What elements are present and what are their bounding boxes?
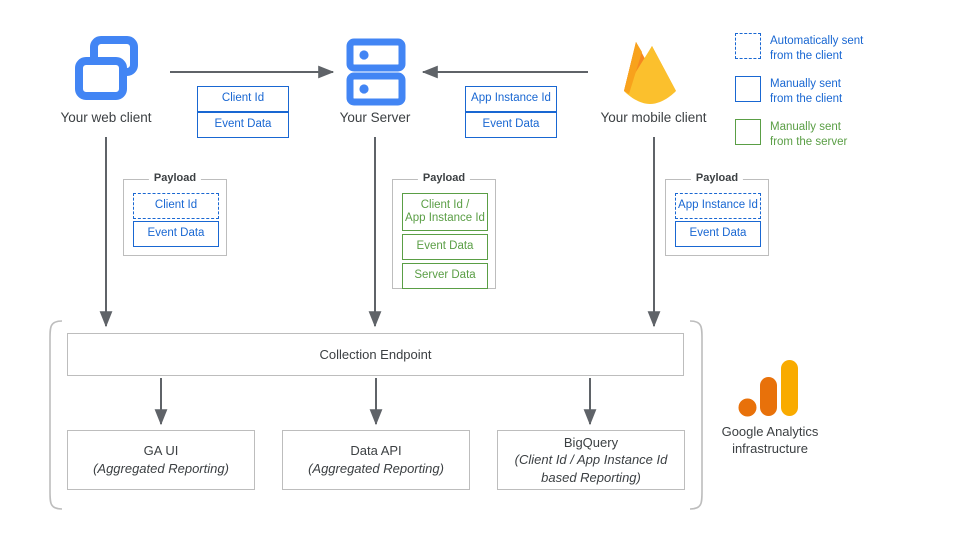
web-payload-item-event-data: Event Data <box>133 221 219 247</box>
server-payload-item-server-data: Server Data <box>402 263 488 289</box>
server-payload-item-ids-line1: Client Id / <box>420 198 470 211</box>
legend-item-manual-client: Manually sent from the client <box>735 75 950 107</box>
output-bigquery-subtitle-line2: based Reporting) <box>541 469 641 485</box>
web-payload-group: Payload Client Id Event Data <box>123 172 227 256</box>
legend-manual-server-line2: from the server <box>770 135 848 148</box>
google-analytics-caption: Google Analytics infrastructure <box>690 424 850 458</box>
legend-label-manual-client: Manually sent from the client <box>770 76 842 107</box>
web-payload-title: Payload <box>148 172 202 184</box>
legend-manual-server-line1: Manually sent <box>770 120 841 133</box>
browser-windows-icon <box>75 36 138 100</box>
legend-label-auto-client: Automatically sent from the client <box>770 33 863 64</box>
legend-item-auto-client: Automatically sent from the client <box>735 33 950 64</box>
output-data-api-title: Data API <box>350 443 402 459</box>
output-box-ga-ui[interactable]: GA UI (Aggregated Reporting) <box>67 430 255 490</box>
infrastructure-bracket-right <box>689 320 703 510</box>
server-payload-item-ids: Client Id / App Instance Id <box>402 193 488 231</box>
output-box-bigquery[interactable]: BigQuery (Client Id / App Instance Id ba… <box>497 430 685 490</box>
transfer-chip-mobile-app-instance-id: App Instance Id <box>465 86 557 112</box>
google-analytics-caption-line2: infrastructure <box>732 440 808 456</box>
google-analytics-logo-wrap <box>735 358 805 418</box>
server-payload-group: Payload Client Id / App Instance Id Even… <box>392 172 496 289</box>
legend-label-manual-server: Manually sent from the server <box>770 119 847 150</box>
server-racks-icon <box>346 38 406 106</box>
node-web-client <box>60 33 152 135</box>
output-ga-ui-subtitle: (Aggregated Reporting) <box>93 461 229 476</box>
output-ga-ui-title: GA UI <box>143 443 179 459</box>
node-server-label: Your Server <box>339 110 411 125</box>
google-analytics-caption-line1: Google Analytics <box>721 424 819 439</box>
collection-endpoint-box[interactable]: Collection Endpoint <box>67 333 684 376</box>
transfer-chip-web-client-id: Client Id <box>197 86 289 112</box>
firebase-flame-icon <box>624 42 676 104</box>
infrastructure-bracket-left <box>49 320 63 510</box>
legend-swatch-solid-green-icon <box>735 118 761 145</box>
transfer-chip-mobile-event-data: Event Data <box>465 112 557 138</box>
server-payload-title: Payload <box>417 172 471 184</box>
legend-manual-client-line2: from the client <box>770 92 843 105</box>
mobile-payload-group: Payload App Instance Id Event Data <box>665 172 769 256</box>
mobile-payload-item-event-data: Event Data <box>675 221 761 247</box>
transfer-chip-web-event-data: Event Data <box>197 112 289 138</box>
legend: Automatically sent from the client Manua… <box>735 33 950 150</box>
output-box-data-api[interactable]: Data API (Aggregated Reporting) <box>282 430 470 490</box>
google-analytics-logo <box>738 360 798 417</box>
output-bigquery-title: BigQuery <box>563 434 619 450</box>
legend-swatch-solid-blue-icon <box>735 75 761 102</box>
mobile-payload-title: Payload <box>690 172 744 184</box>
node-mobile-client-label: Your mobile client <box>600 110 707 125</box>
node-mobile-client <box>614 34 690 110</box>
server-payload-item-ids-line2: App Instance Id <box>405 212 485 224</box>
web-payload-item-client-id: Client Id <box>133 193 219 219</box>
node-server <box>345 38 407 108</box>
legend-auto-client-line2: from the client <box>770 49 843 62</box>
legend-auto-client-line1: Automatically sent <box>770 35 864 47</box>
legend-swatch-dashed-blue-icon <box>735 33 761 59</box>
server-payload-item-event-data: Event Data <box>402 234 488 260</box>
output-bigquery-subtitle-line1: (Client Id / App Instance Id <box>514 452 668 468</box>
legend-item-manual-server: Manually sent from the server <box>735 118 950 150</box>
output-data-api-subtitle: (Aggregated Reporting) <box>308 461 444 476</box>
node-web-client-label: Your web client <box>60 110 152 125</box>
legend-manual-client-line1: Manually sent <box>770 77 841 90</box>
mobile-payload-item-app-instance-id: App Instance Id <box>675 193 761 219</box>
